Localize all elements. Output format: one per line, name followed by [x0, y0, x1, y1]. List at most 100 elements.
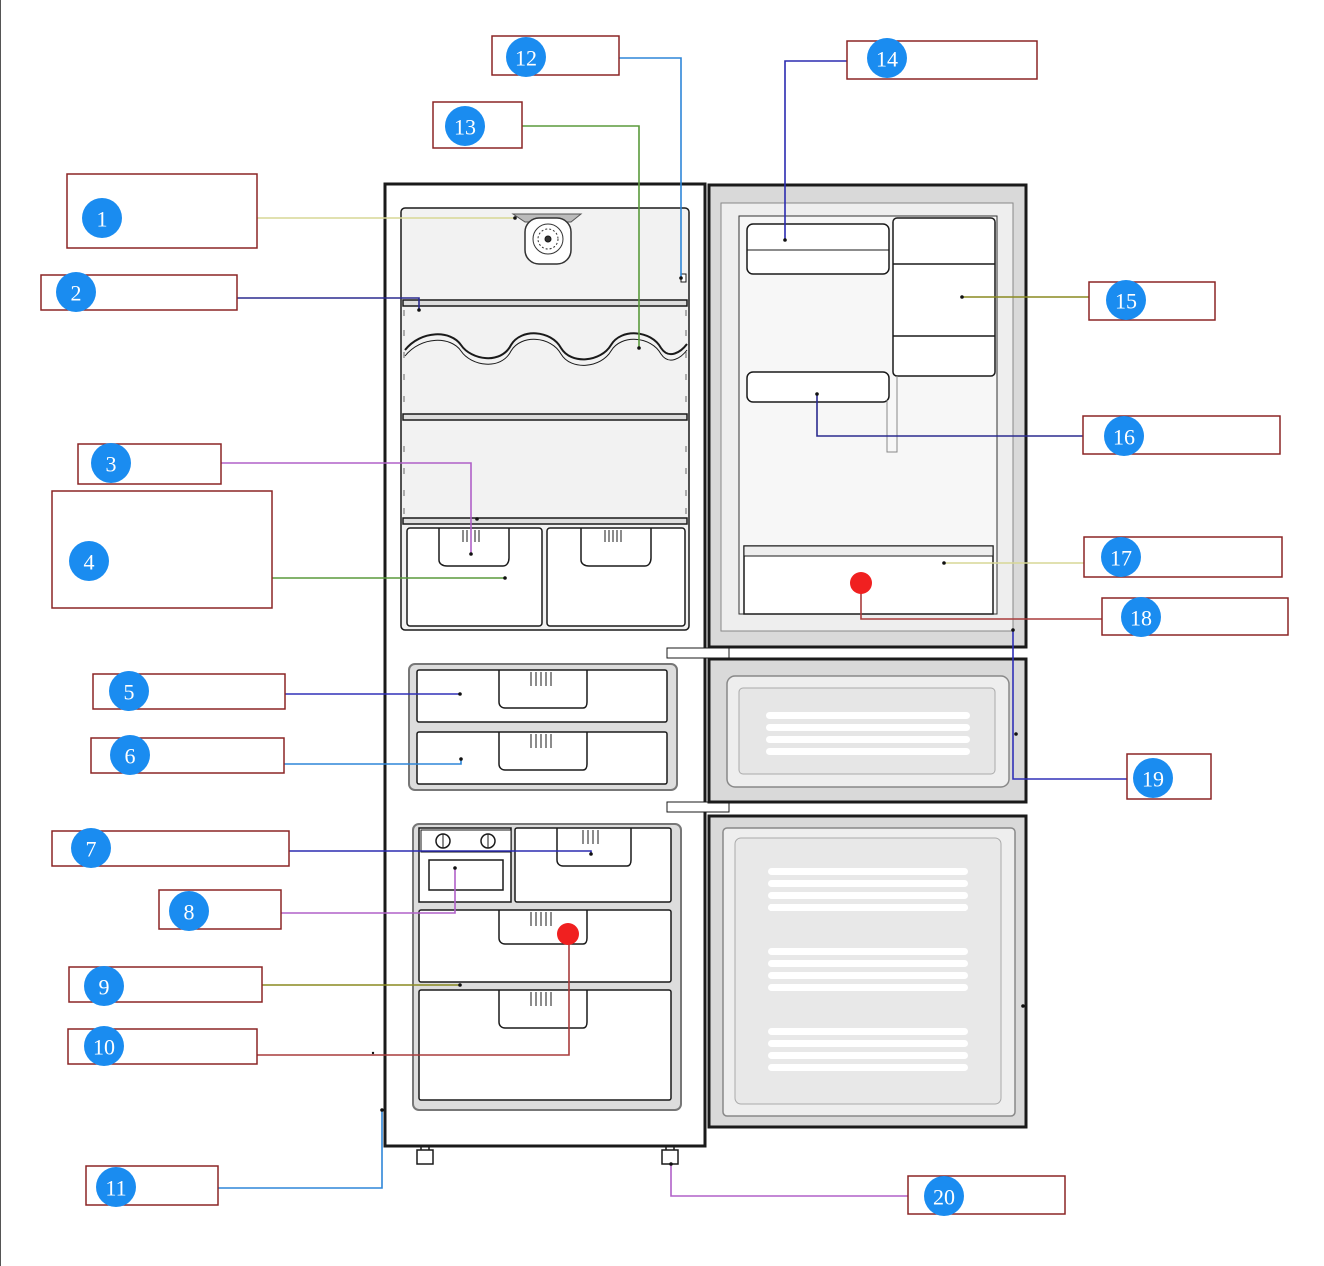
- vent-slot: [768, 1052, 968, 1059]
- vent-slot: [766, 712, 970, 719]
- number-badge-10: [84, 1026, 124, 1066]
- badge-number-10: 10: [93, 1035, 115, 1060]
- vent-slot: [768, 892, 968, 899]
- anchor-dot-door: [1021, 1004, 1025, 1008]
- anchor-dot-shelf: [475, 517, 479, 521]
- leader-line-11: [218, 1110, 383, 1189]
- highlight-markers: [557, 572, 872, 945]
- wine-rack: [404, 332, 688, 361]
- number-badge-8: [169, 891, 209, 931]
- leader-line-12: [619, 57, 682, 278]
- freezer-drawer-bottom: [418, 989, 672, 1101]
- number-badge-11: [96, 1167, 136, 1207]
- anchor-dot-door: [1014, 732, 1018, 736]
- number-badge-17: [1101, 537, 1141, 577]
- callout-13: 13: [432, 101, 523, 149]
- badge-number-19: 19: [1142, 767, 1164, 792]
- leader-line-8: [281, 868, 456, 914]
- number-badge-15: [1106, 280, 1146, 320]
- glass-shelf-middle: [402, 413, 688, 421]
- badge-number-13: 13: [454, 115, 476, 140]
- crisper-drawer-left: [406, 527, 543, 627]
- badge-number-17: 17: [1110, 546, 1132, 571]
- adjustable-foot-left: [416, 1149, 434, 1165]
- adjustable-foot-right: [661, 1149, 679, 1165]
- vent-slot: [768, 984, 968, 991]
- highlight-marker-1: [850, 572, 872, 594]
- chiller-drawer-upper: [416, 669, 668, 723]
- fan-icon: [511, 213, 583, 265]
- badge-number-11: 11: [105, 1176, 126, 1201]
- glass-shelf-upper: [402, 299, 688, 307]
- badge-number-4: 4: [84, 550, 95, 575]
- callout-6: 6: [90, 735, 285, 775]
- vent-slot: [768, 880, 968, 887]
- callout-12: 12: [491, 35, 620, 77]
- vent-slot: [768, 948, 968, 955]
- number-badge-13: [445, 106, 485, 146]
- vent-slot: [768, 960, 968, 967]
- ice-tray: [428, 859, 504, 891]
- number-badge-14: [867, 38, 907, 78]
- badge-number-20: 20: [933, 1185, 955, 1210]
- hinge-upper: [666, 647, 730, 659]
- door-bin-middle: [746, 371, 890, 403]
- leader-line-14: [784, 60, 847, 240]
- vent-slot: [768, 1040, 968, 1047]
- badge-number-3: 3: [106, 452, 117, 477]
- callout-14: 14: [846, 38, 1038, 80]
- hinge-middle: [666, 801, 730, 813]
- chiller-drawer-lower: [416, 731, 668, 785]
- number-badge-1: [82, 198, 122, 238]
- highlight-marker-2: [557, 923, 579, 945]
- stray-dot: [371, 1051, 375, 1055]
- anchor-dot-7: [589, 852, 593, 856]
- badge-number-14: 14: [876, 47, 898, 72]
- number-badge-19: [1133, 758, 1173, 798]
- badge-number-5: 5: [124, 680, 135, 705]
- callout-1: 1: [66, 173, 258, 249]
- number-badge-7: [71, 828, 111, 868]
- anchor-dot-2: [417, 308, 421, 312]
- number-badge-20: [924, 1176, 964, 1216]
- anchor-dot-11: [380, 1108, 384, 1112]
- leader-line-2: [237, 297, 420, 310]
- badge-number-12: 12: [515, 46, 537, 71]
- leader-line-10: [257, 940, 570, 1056]
- leader-line-20: [670, 1164, 908, 1197]
- anchor-dot-15: [960, 295, 964, 299]
- anchor-dot-5: [458, 692, 462, 696]
- callout-8: 8: [158, 889, 282, 931]
- number-badge-4: [69, 541, 109, 581]
- anchor-dot-19: [1011, 628, 1015, 632]
- freezer-drawer-small: [514, 827, 672, 903]
- anchor-dot-20: [669, 1162, 673, 1166]
- vent-slot: [766, 736, 970, 743]
- number-badge-9: [84, 966, 124, 1006]
- badge-number-16: 16: [1113, 425, 1135, 450]
- number-badge-2: [56, 272, 96, 312]
- anchor-dot-1: [513, 216, 517, 220]
- fridge-illustration: [383, 182, 1028, 1165]
- badge-number-15: 15: [1115, 289, 1137, 314]
- crisper-cover: [402, 517, 688, 525]
- number-badge-18: [1121, 597, 1161, 637]
- vent-slot: [766, 748, 970, 755]
- vent-slot: [768, 972, 968, 979]
- badge-number-1: 1: [97, 207, 108, 232]
- callout-10: 10: [67, 1026, 258, 1066]
- number-badge-16: [1104, 416, 1144, 456]
- anchor-dot-8: [453, 866, 457, 870]
- callout-18: 18: [1101, 597, 1289, 637]
- badge-number-7: 7: [86, 837, 97, 862]
- badge-number-2: 2: [71, 281, 82, 306]
- vent-slot: [766, 724, 970, 731]
- callout-11: 11: [85, 1165, 219, 1207]
- vent-slot: [768, 1028, 968, 1035]
- crisper-drawer-right: [546, 527, 686, 627]
- callout-19: 19: [1126, 753, 1212, 800]
- anchor-dot-13: [637, 346, 641, 350]
- number-badge-6: [110, 735, 150, 775]
- number-badge-12: [506, 37, 546, 77]
